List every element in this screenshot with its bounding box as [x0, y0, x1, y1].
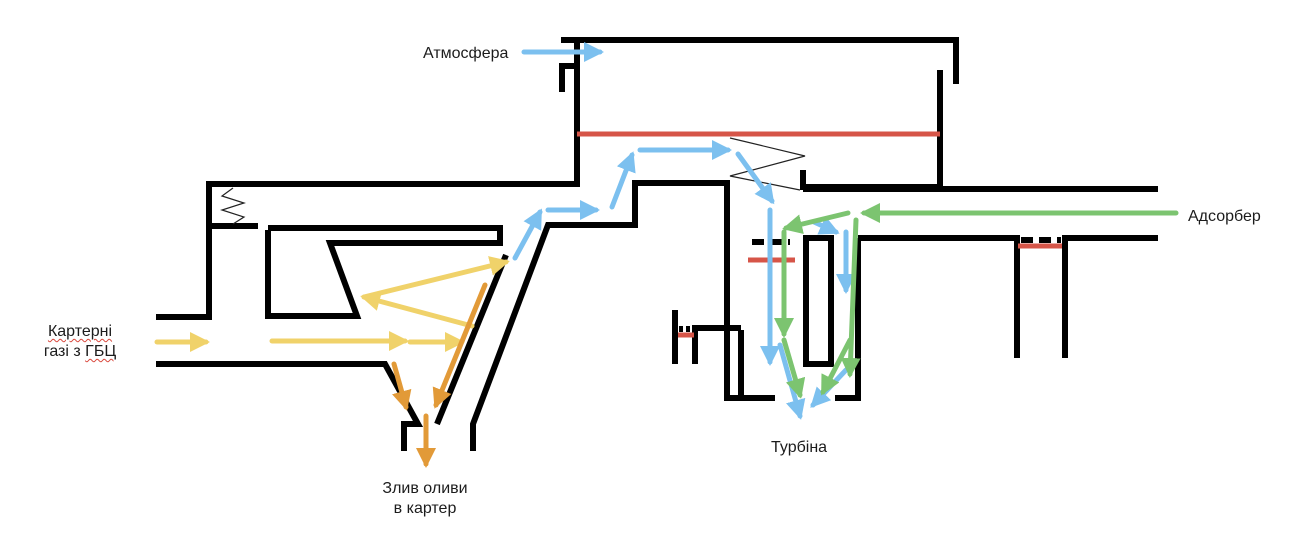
air-flow-arrows: [512, 42, 856, 420]
green-arrow-lower-left: [781, 337, 806, 399]
separator-right-wall: [561, 37, 959, 84]
air-arrow-5: [735, 151, 775, 205]
label-crankcase-gases-line2: газі з ГБЦ: [30, 342, 130, 362]
oil-arrow-right: [432, 282, 488, 409]
turbine-column: [803, 235, 834, 367]
inner-baffle: [265, 225, 503, 319]
label-turbine: Турбіна: [771, 439, 828, 456]
inlet-pipe-top-wall: [156, 63, 580, 320]
inlet-pipe-bottom-wall: [156, 361, 424, 451]
air-arrow-3: [609, 151, 636, 210]
label-adsorber: Адсорбер: [1188, 208, 1261, 225]
turbine-right-wall: [835, 238, 861, 401]
lower-channel-top: [858, 235, 1020, 358]
oil-arrow-left: [391, 361, 412, 411]
label-oil-drain: Злив оливи в картер: [365, 479, 485, 519]
spring-left: [220, 187, 246, 225]
yellow-arrow-to-baffle: [360, 291, 475, 329]
label-oil-drain-line2: в картер: [393, 500, 457, 517]
label-crankcase-gases: Картерні газі з ГБЦ: [30, 322, 130, 362]
adsorber-flow-arrows: [774, 203, 1179, 399]
spring-top-valve: [729, 137, 806, 191]
label-atmosphere: Атмосфера: [423, 45, 509, 62]
air-arrow-1: [512, 208, 543, 261]
oil-flow-arrows: [391, 282, 488, 468]
air-arrow-7: [811, 216, 840, 235]
label-crankcase-gases-line2-a: газі з: [43, 343, 86, 360]
label-oil-drain-line1: Злив оливи: [382, 480, 468, 497]
air-filter-right-wall: [800, 70, 943, 190]
label-crankcase-gases-line2-b: ГБЦ: [85, 343, 117, 360]
lower-channel-right: [1062, 235, 1158, 358]
yellow-arrow-up-right: [361, 256, 510, 300]
separator-outer-right: [470, 180, 741, 451]
green-arrow-left-turn: [782, 210, 851, 234]
label-crankcase-gases-line1: Картерні: [47, 323, 113, 340]
green-arrow-right-down: [840, 217, 861, 378]
housing-walls: [156, 37, 1158, 451]
crankcase-gas-flow-arrows: [154, 256, 510, 352]
turbine-inner-wall: [738, 330, 775, 401]
turbine-left-inner: [692, 325, 741, 364]
green-arrow-lower-right: [820, 337, 853, 396]
